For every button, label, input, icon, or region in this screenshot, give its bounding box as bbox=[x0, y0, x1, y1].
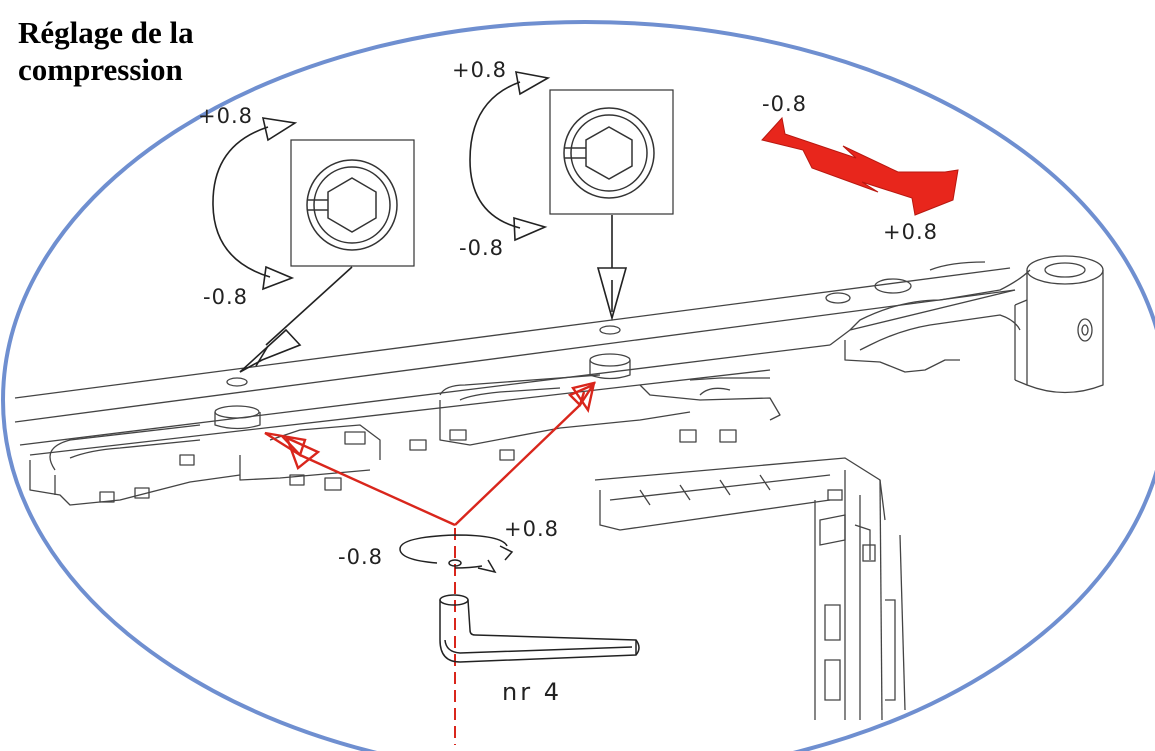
rotation-arrow-icon bbox=[212, 117, 298, 291]
label-bottom-plus: +0.8 bbox=[504, 517, 559, 541]
label-mid-minus: -0.8 bbox=[459, 236, 504, 260]
title-line-1: Réglage de la bbox=[18, 15, 194, 50]
page-title: Réglage de la compression bbox=[18, 14, 194, 88]
title-line-2: compression bbox=[18, 52, 183, 87]
rotation-arrow-icon bbox=[399, 534, 514, 574]
allen-key-icon bbox=[439, 594, 640, 663]
label-mid-plus: +0.8 bbox=[452, 58, 507, 82]
hex-screw-icon bbox=[549, 89, 674, 215]
label-bottom-minus: -0.8 bbox=[338, 545, 383, 569]
adjust-direction-icon bbox=[761, 116, 959, 216]
oval-frame bbox=[1, 20, 1155, 751]
label-left-minus: -0.8 bbox=[203, 285, 248, 309]
rotation-arrow-icon bbox=[469, 70, 551, 242]
hex-screw-icon bbox=[290, 139, 415, 267]
label-red-minus: -0.8 bbox=[762, 92, 807, 116]
label-red-plus: +0.8 bbox=[883, 220, 938, 244]
label-left-plus: +0.8 bbox=[198, 104, 253, 128]
tool-label: nr 4 bbox=[502, 678, 562, 706]
red-indicator bbox=[264, 381, 597, 527]
hinge-rail bbox=[14, 255, 1104, 506]
pointer-arrow bbox=[239, 215, 628, 373]
sash-frame bbox=[594, 457, 906, 721]
